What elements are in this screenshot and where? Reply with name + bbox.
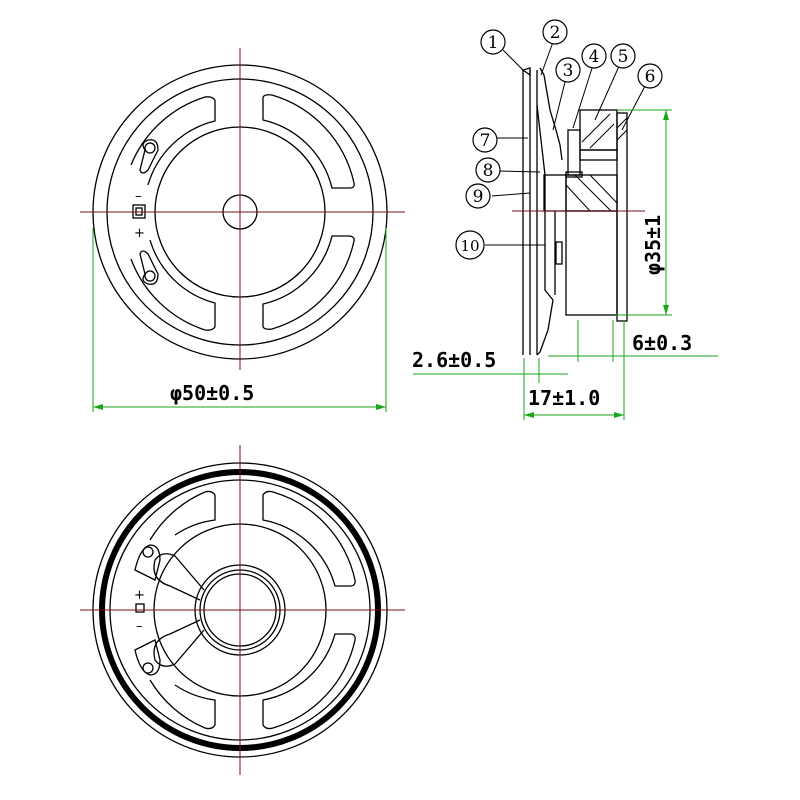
callout-1: 1: [480, 29, 506, 55]
svg-text:8: 8: [483, 161, 494, 181]
front-diameter-label: φ50±0.5: [170, 381, 254, 405]
callout-4: 4: [581, 43, 607, 69]
rear-view: + –: [80, 445, 405, 775]
rear-polarity-plus: +: [134, 588, 145, 603]
dim-front-label: 2.6±0.5: [412, 348, 496, 372]
callout-9: 9: [465, 183, 491, 209]
svg-text:5: 5: [618, 47, 629, 67]
callout-7: 7: [472, 127, 498, 153]
callout-8: 8: [475, 157, 501, 183]
side-section-view: 1 2 3 4 5 6 7 8 9 10 φ35±1 6±0.3 2.6±0.5…: [412, 19, 718, 420]
dim-depth-label: 17±1.0: [528, 386, 600, 410]
svg-text:1: 1: [488, 33, 499, 53]
callout-2: 2: [542, 19, 568, 45]
front-polarity-plus: +: [134, 226, 145, 241]
dim-magnet-label: 6±0.3: [632, 331, 692, 355]
svg-text:9: 9: [473, 187, 484, 207]
svg-text:10: 10: [460, 237, 479, 255]
front-view: – + φ50±0.5: [80, 48, 405, 412]
svg-text:4: 4: [589, 47, 600, 67]
callout-10: 10: [455, 230, 485, 260]
svg-text:2: 2: [550, 23, 561, 43]
callout-6: 6: [637, 63, 663, 89]
svg-text:3: 3: [563, 61, 574, 81]
callout-5: 5: [610, 43, 636, 69]
callout-3: 3: [555, 57, 581, 83]
dim-height-label: φ35±1: [641, 215, 665, 275]
rear-polarity-minus: –: [136, 619, 143, 634]
front-polarity-minus: –: [135, 189, 142, 204]
svg-text:7: 7: [480, 131, 491, 151]
svg-text:6: 6: [645, 67, 656, 87]
